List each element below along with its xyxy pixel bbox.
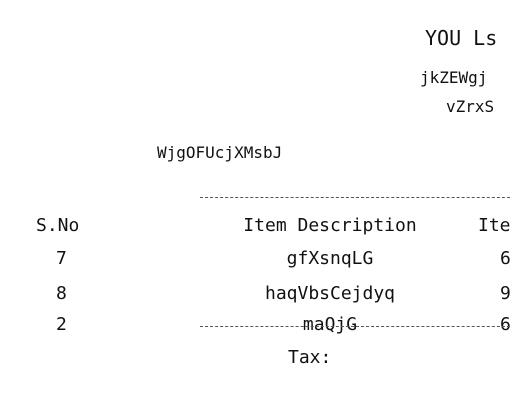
tax-label: Tax: bbox=[288, 347, 332, 368]
divider-top bbox=[200, 197, 512, 198]
row-sno: 7 bbox=[56, 248, 67, 269]
row-description: haqVbsCejdyq bbox=[264, 283, 396, 304]
store-address-line-1: jkZEWgj bbox=[420, 68, 488, 87]
header-sno: S.No bbox=[36, 215, 80, 236]
row-sno: 8 bbox=[56, 283, 67, 304]
store-name: YOU Ls bbox=[425, 26, 498, 50]
receipt-reference: WjgOFUcjXMsbJ bbox=[157, 143, 283, 162]
divider-bottom bbox=[200, 326, 512, 327]
row-item: 6 bbox=[500, 248, 511, 269]
row-sno: 2 bbox=[56, 314, 67, 335]
store-address-line-2: vZrxS bbox=[446, 97, 495, 116]
row-description: maQjG bbox=[302, 314, 358, 335]
header-description: Item Description bbox=[243, 215, 417, 236]
row-item: 6 bbox=[500, 314, 511, 335]
header-item: Ite bbox=[478, 215, 511, 236]
row-item: 9 bbox=[500, 283, 511, 304]
row-description: gfXsnqLG bbox=[286, 248, 374, 269]
